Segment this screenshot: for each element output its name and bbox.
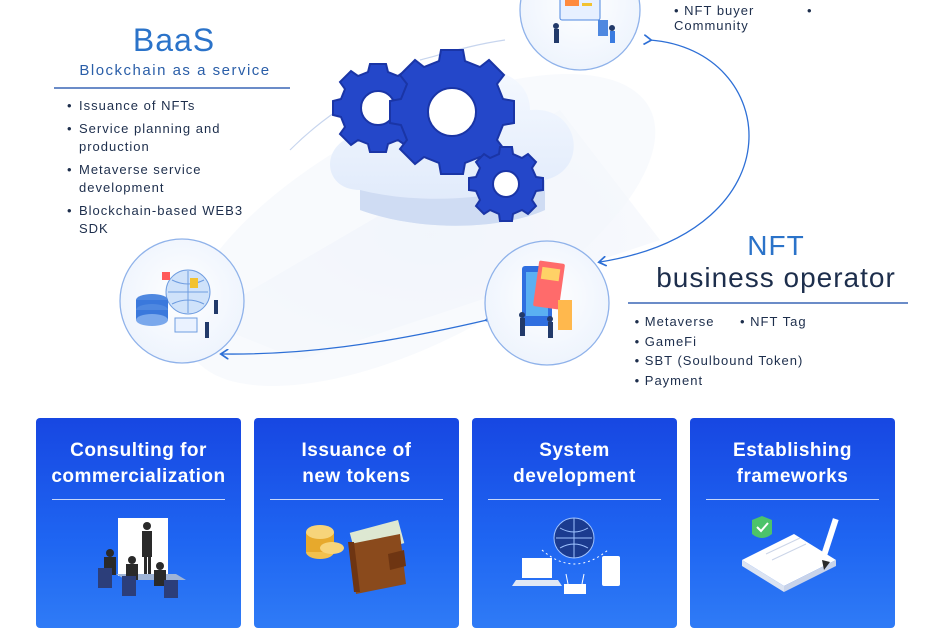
flow-arrow-bottom	[222, 320, 487, 354]
card-divider	[52, 499, 225, 500]
user-items: • NFT buyer • Community	[674, 3, 930, 33]
nft-operator-list: • Metaverse • NFT Tag • GameFi • SBT (So…	[630, 312, 807, 390]
nft-operator-circle-icon	[484, 240, 610, 366]
baas-title: BaaS	[132, 22, 216, 58]
gears-icon	[332, 49, 544, 222]
baas-subtitle: Blockchain as a service	[79, 62, 271, 79]
list-item: • SBT (Soulbound Token)	[630, 353, 804, 368]
baas-service-list: Issuance of NFTs Service planning and pr…	[57, 97, 257, 243]
meeting-icon	[98, 518, 186, 598]
list-item: Blockchain-based WEB3 SDK	[57, 202, 257, 238]
ecosystem-diagram: BaaS Blockchain as a service Issuance of…	[0, 0, 930, 400]
list-item: • GameFi	[630, 333, 698, 349]
list-item: Metaverse service development	[57, 161, 257, 197]
list-item: Service planning and production	[57, 120, 257, 156]
user-circle-icon	[519, 0, 641, 71]
diagram-graphics	[54, 0, 908, 366]
wallet-coins-icon	[306, 519, 406, 594]
list-item: • NFT Tag	[740, 314, 807, 329]
card-divider	[270, 499, 443, 500]
card-divider	[488, 499, 661, 500]
card-divider	[706, 499, 879, 500]
nft-title: NFT	[747, 230, 805, 261]
nft-subtitle: business operator	[656, 262, 896, 293]
list-item: • Metaverse	[630, 314, 715, 329]
server-circle-icon	[119, 238, 245, 364]
flow-arrow-top	[600, 40, 750, 262]
network-devices-icon	[512, 517, 620, 594]
list-item: • Payment	[630, 372, 704, 388]
contract-icon	[742, 516, 839, 592]
list-item-nft-buyer: • NFT buyer	[674, 3, 755, 18]
list-item: Issuance of NFTs	[57, 97, 257, 115]
list-item-community: • Community	[674, 3, 813, 33]
